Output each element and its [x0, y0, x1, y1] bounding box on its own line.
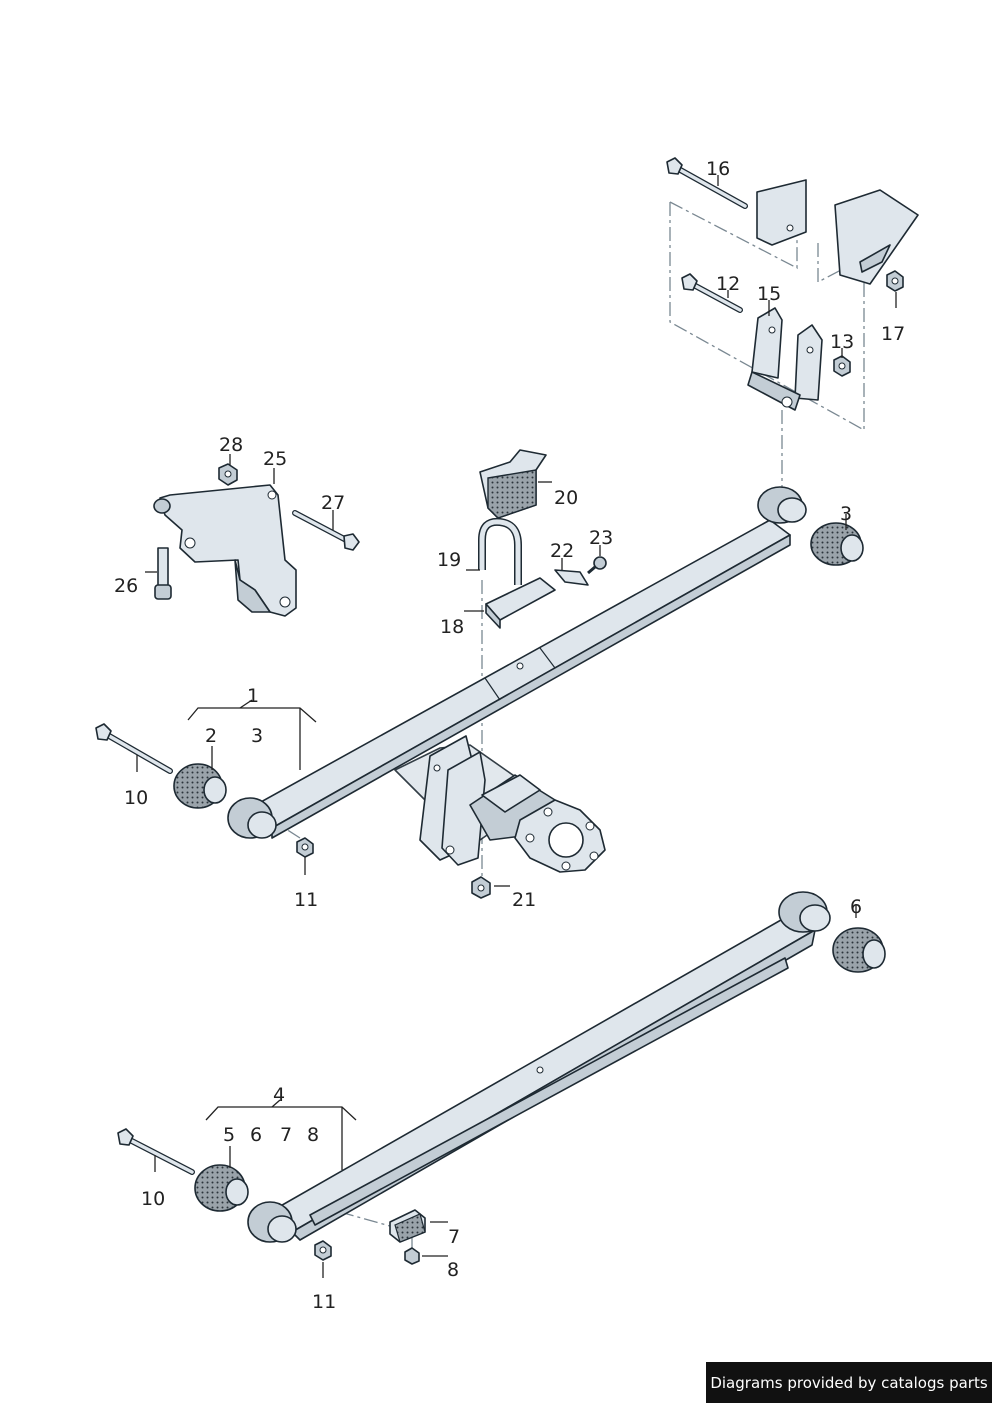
bump-stop-20 — [479, 449, 547, 519]
bushing-3 — [810, 522, 864, 566]
nut-21 — [471, 876, 491, 899]
callout-15: 15 — [757, 283, 781, 305]
callout-3: 3 — [251, 725, 263, 747]
callout-10: 10 — [141, 1188, 165, 1210]
bushing-6 — [832, 927, 886, 973]
callout-17: 17 — [881, 323, 905, 345]
nut-17 — [886, 270, 904, 292]
bushing-2 — [173, 763, 227, 809]
spacer-18 — [485, 577, 556, 629]
callout-12: 12 — [716, 273, 740, 295]
callout-21: 21 — [512, 889, 536, 911]
bolt-10-upper — [95, 723, 173, 774]
callout-11: 11 — [312, 1291, 336, 1313]
bolt-23 — [587, 556, 607, 575]
callout-4: 4 — [273, 1084, 285, 1106]
nut-13 — [833, 355, 851, 377]
callout-23: 23 — [589, 527, 613, 549]
callout-3: 3 — [840, 503, 852, 525]
callout-20: 20 — [554, 487, 578, 509]
bolt-26 — [154, 547, 172, 600]
callout-13: 13 — [830, 331, 854, 353]
callout-18: 18 — [440, 616, 464, 638]
callout-27: 27 — [321, 492, 345, 514]
callouts: 1 2 3 3 10 11 4 5 6 7 8 6 10 11 7 8 16 1… — [114, 158, 905, 1313]
shackle-15 — [747, 307, 823, 411]
u-bolt-19 — [478, 517, 522, 585]
callout-5: 5 — [223, 1124, 235, 1146]
bolt-12 — [681, 273, 743, 313]
bushing-5 — [194, 1164, 249, 1212]
callout-28: 28 — [219, 434, 243, 456]
axle-housing — [394, 735, 606, 873]
nut-11-upper — [296, 837, 314, 858]
nut-8 — [404, 1247, 420, 1265]
callout-6: 6 — [850, 896, 862, 918]
callout-16: 16 — [706, 158, 730, 180]
leader-lines — [136, 175, 897, 1278]
callout-7: 7 — [280, 1124, 292, 1146]
callout-25: 25 — [263, 448, 287, 470]
nut-28 — [218, 463, 238, 486]
callout-22: 22 — [550, 540, 574, 562]
callout-6: 6 — [250, 1124, 262, 1146]
bolt-16 — [666, 157, 748, 209]
spring-bracket-25 — [153, 484, 297, 617]
leaf-spring-lower — [247, 891, 831, 1243]
footer-credit-badge: Diagrams provided by catalogs parts — [706, 1362, 992, 1403]
callout-8: 8 — [307, 1124, 319, 1146]
callout-10: 10 — [124, 787, 148, 809]
nut-11-lower — [314, 1240, 332, 1261]
frame-bracket-rear — [756, 179, 919, 285]
callout-11: 11 — [294, 889, 318, 911]
callout-7: 7 — [448, 1226, 460, 1248]
spring-clamp-7 — [389, 1209, 426, 1243]
callout-8: 8 — [447, 1259, 459, 1281]
callout-1: 1 — [247, 685, 259, 707]
clip-22 — [554, 569, 589, 586]
bolt-10-lower — [117, 1128, 195, 1175]
bolt-27 — [292, 510, 360, 551]
callout-2: 2 — [205, 725, 217, 747]
callout-26: 26 — [114, 575, 138, 597]
callout-19: 19 — [437, 549, 461, 571]
leaf-spring-upper — [227, 486, 807, 839]
footer-credit-text: Diagrams provided by catalogs parts — [710, 1373, 988, 1392]
